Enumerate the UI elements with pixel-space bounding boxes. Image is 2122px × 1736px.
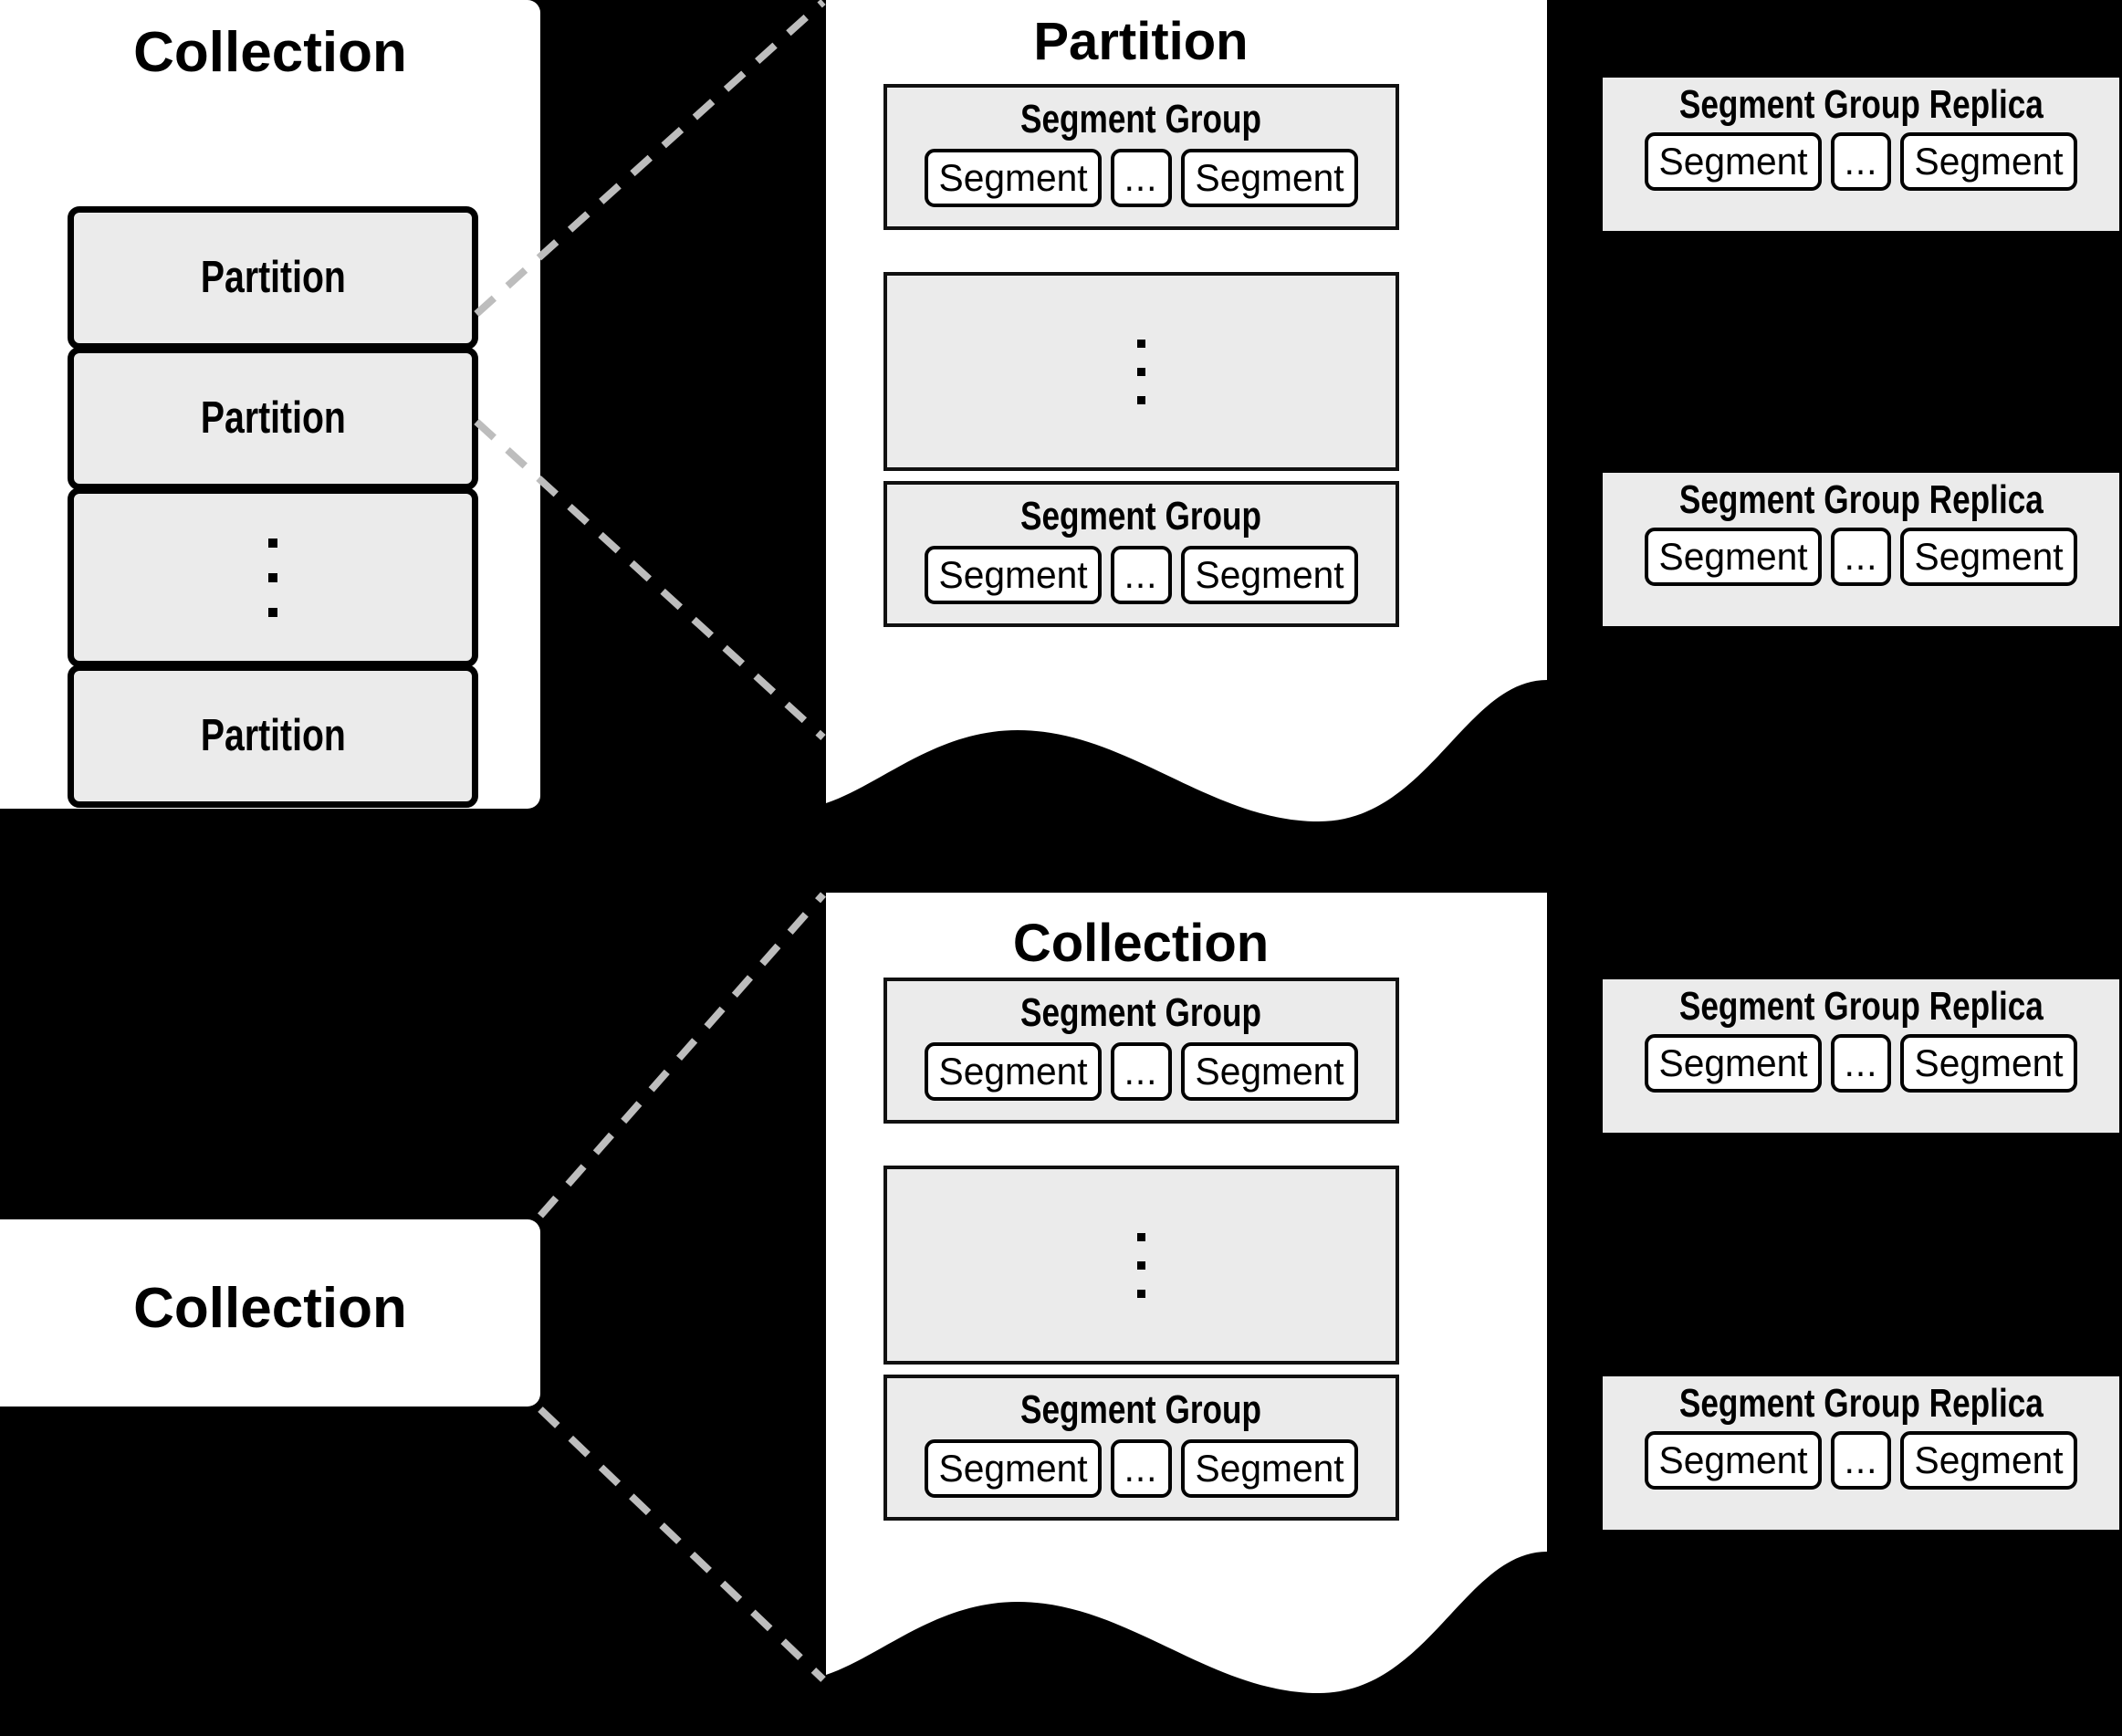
segment-ellipsis-box: ... (1830, 132, 1891, 191)
collection-left-title-wrap: Collection (0, 20, 540, 85)
segment-box[interactable]: Segment (1644, 528, 1822, 586)
collection-panel-lower (0, 1219, 540, 1407)
segment-group-1-title: Segment Group (1020, 97, 1262, 141)
segment-label: Segment (938, 1050, 1088, 1093)
segment-box[interactable]: Segment (925, 1042, 1103, 1101)
segment-box[interactable]: Segment (925, 1439, 1103, 1498)
segment-group-replica-2[interactable]: Segment Group Replica Segment ... Segmen… (1603, 473, 2119, 626)
segment-box[interactable]: Segment (1180, 149, 1358, 207)
partition-label-1: Partition (200, 253, 346, 302)
segment-group-2-row: Segment ... Segment (925, 546, 1358, 604)
segment-label: Segment (1195, 1447, 1344, 1490)
segment-box[interactable]: Segment (1180, 546, 1358, 604)
collection-panel-title: Collection (1012, 914, 1270, 973)
segment-label: Segment (1195, 553, 1344, 596)
segment-group-3-title: Segment Group (1020, 990, 1262, 1035)
segment-label: Segment (1658, 1041, 1808, 1084)
segment-box[interactable]: Segment (1900, 1034, 2078, 1093)
partition-label-2: Partition (200, 393, 346, 443)
segment-group-3[interactable]: Segment Group Segment ... Segment (883, 978, 1399, 1124)
segment-group-replica-2-row: Segment ... Segment (1644, 528, 2078, 586)
partition-row-2[interactable]: Partition (68, 347, 478, 490)
segment-box[interactable]: Segment (925, 546, 1103, 604)
segment-group-4[interactable]: Segment Group Segment ... Segment (883, 1375, 1399, 1521)
segment-group-replica-1[interactable]: Segment Group Replica Segment ... Segmen… (1603, 78, 2119, 231)
segment-group-replica-1-title: Segment Group Replica (1678, 82, 2044, 127)
segment-box[interactable]: Segment (1900, 1431, 2078, 1490)
segment-label: Segment (1914, 1041, 2064, 1084)
segment-ellipsis-label: ... (1124, 1050, 1158, 1093)
segment-group-1[interactable]: Segment Group Segment ... Segment (883, 84, 1399, 230)
collection-lower-title-wrap: Collection (0, 1276, 540, 1341)
segment-label: Segment (1658, 140, 1808, 183)
segment-group-3-row: Segment ... Segment (925, 1042, 1358, 1101)
segment-label: Segment (1195, 1050, 1344, 1093)
segment-ellipsis-label: ... (1124, 553, 1158, 596)
segment-label: Segment (938, 553, 1088, 596)
segment-group-replica-3-title: Segment Group Replica (1678, 984, 2044, 1029)
segment-ellipsis-box: ... (1111, 149, 1172, 207)
segment-ellipsis-label: ... (1124, 156, 1158, 199)
segment-group-2-title: Segment Group (1020, 494, 1262, 539)
segment-box[interactable]: Segment (1180, 1042, 1358, 1101)
partition-panel-title-wrap: Partition (821, 11, 1460, 72)
partition-row-ellipsis (68, 487, 478, 667)
segment-group-4-row: Segment ... Segment (925, 1439, 1358, 1498)
segment-group-ellipsis-2 (883, 1166, 1399, 1365)
segment-box[interactable]: Segment (1644, 132, 1822, 191)
segment-label: Segment (1914, 140, 2064, 183)
segment-group-replica-1-row: Segment ... Segment (1644, 132, 2078, 191)
segment-ellipsis-box: ... (1111, 1042, 1172, 1101)
collection-left-title: Collection (133, 21, 407, 84)
segment-box[interactable]: Segment (1644, 1431, 1822, 1490)
segment-box[interactable]: Segment (1900, 528, 2078, 586)
segment-box[interactable]: Segment (925, 149, 1103, 207)
segment-box[interactable]: Segment (1900, 132, 2078, 191)
segment-group-replica-3[interactable]: Segment Group Replica Segment ... Segmen… (1603, 979, 2119, 1133)
segment-ellipsis-box: ... (1830, 1034, 1891, 1093)
segment-group-replica-2-title: Segment Group Replica (1678, 477, 2044, 522)
segment-ellipsis-box: ... (1830, 528, 1891, 586)
segment-label: Segment (1658, 535, 1808, 578)
partition-label-3: Partition (200, 711, 346, 760)
segment-ellipsis-box: ... (1830, 1431, 1891, 1490)
segment-ellipsis-label: ... (1124, 1447, 1158, 1490)
partition-panel-title: Partition (1033, 12, 1249, 71)
partition-row-3[interactable]: Partition (68, 664, 478, 808)
collection-panel-title-wrap: Collection (821, 913, 1460, 974)
segment-group-1-row: Segment ... Segment (925, 149, 1358, 207)
segment-ellipsis-label: ... (1844, 140, 1878, 183)
segment-label: Segment (938, 1447, 1088, 1490)
segment-group-replica-4-row: Segment ... Segment (1644, 1431, 2078, 1490)
segment-label: Segment (938, 156, 1088, 199)
segment-ellipsis-box: ... (1111, 1439, 1172, 1498)
vertical-ellipsis-icon (268, 538, 277, 617)
segment-group-replica-3-row: Segment ... Segment (1644, 1034, 2078, 1093)
connector-collection-bottom (538, 1407, 826, 1682)
segment-ellipsis-label: ... (1844, 1041, 1878, 1084)
segment-box[interactable]: Segment (1180, 1439, 1358, 1498)
collection-lower-title: Collection (133, 1277, 407, 1340)
segment-group-4-title: Segment Group (1020, 1387, 1262, 1432)
partition-stack: Partition Partition Partition (68, 206, 478, 808)
segment-group-ellipsis-1 (883, 272, 1399, 471)
segment-ellipsis-box: ... (1111, 546, 1172, 604)
partition-row-1[interactable]: Partition (68, 206, 478, 350)
connector-collection-top (537, 892, 827, 1218)
vertical-ellipsis-icon (1137, 339, 1145, 404)
segment-group-replica-4[interactable]: Segment Group Replica Segment ... Segmen… (1603, 1376, 2119, 1530)
segment-group-replica-4-title: Segment Group Replica (1678, 1381, 2044, 1426)
segment-ellipsis-label: ... (1844, 535, 1878, 578)
segment-box[interactable]: Segment (1644, 1034, 1822, 1093)
segment-label: Segment (1914, 1438, 2064, 1481)
segment-label: Segment (1195, 156, 1344, 199)
segment-group-2[interactable]: Segment Group Segment ... Segment (883, 481, 1399, 627)
segment-label: Segment (1658, 1438, 1808, 1481)
segment-label: Segment (1914, 535, 2064, 578)
vertical-ellipsis-icon (1137, 1232, 1145, 1298)
segment-ellipsis-label: ... (1844, 1438, 1878, 1481)
